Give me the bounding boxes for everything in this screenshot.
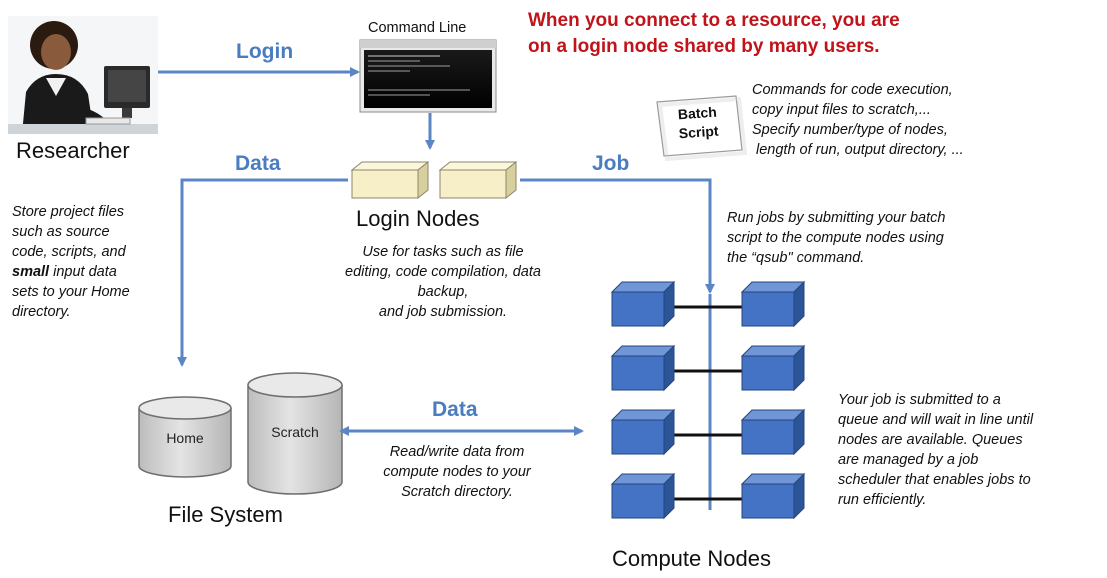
home-note-line-3: code, scripts, and	[12, 244, 126, 260]
batch-script-label: Batch Script	[659, 101, 737, 144]
data-edge-label-top: Data	[235, 152, 281, 175]
scratch-note-line-1: Read/write data from	[389, 444, 525, 460]
compute-node-3-1	[610, 408, 676, 456]
researcher-label: Researcher	[16, 138, 130, 163]
compute-node-3-2	[740, 408, 806, 456]
compute-nodes-label: Compute Nodes	[612, 546, 771, 571]
login-node-1	[350, 160, 430, 200]
home-note-small: small	[12, 264, 50, 280]
headline: When you connect to a resource, you are …	[528, 8, 1088, 60]
compute-node-2-2	[740, 344, 806, 392]
login-nodes-note: Use for tasks such as file editing, code…	[298, 242, 588, 322]
login-note-line-1: Use for tasks such as file	[362, 244, 524, 260]
headline-line-1: When you connect to a resource, you are	[528, 10, 900, 31]
qsub-note-line-2: script to the compute nodes using	[727, 230, 944, 246]
batch-script-note: Commands for code execution, copy input …	[752, 80, 1082, 160]
headline-line-2: on a login node shared by many users.	[528, 36, 880, 57]
compute-node-2-1	[610, 344, 676, 392]
queue-note-line-5: scheduler that enables jobs to	[838, 472, 1031, 488]
data-edge-label-bottom: Data	[432, 398, 478, 421]
batch-script-document	[656, 95, 748, 162]
compute-node-4-2	[740, 472, 806, 520]
data-to-home-arrow	[177, 178, 348, 367]
command-line-label: Command Line	[368, 20, 467, 36]
home-note-line-6: directory.	[12, 304, 71, 320]
login-nodes-label: Login Nodes	[356, 206, 480, 231]
login-edge-label: Login	[236, 40, 294, 63]
compute-node-1-2	[740, 280, 806, 328]
queue-note-line-1: Your job is submitted to a	[838, 392, 1001, 408]
queue-note-line-2: queue and will wait in line until	[838, 412, 1034, 428]
batch-note-line-2: copy input files to scratch,...	[752, 102, 931, 118]
home-note-line-1: Store project files	[12, 204, 125, 220]
queue-note-line-3: nodes are available. Queues	[838, 432, 1023, 448]
qsub-note-line-3: the “qsub" command.	[727, 250, 865, 266]
scratch-label: Scratch	[271, 424, 319, 440]
home-note-line-4: small input data	[12, 262, 172, 282]
job-arrow	[520, 178, 715, 294]
login-note-line-2: editing, code compilation, data	[345, 264, 541, 280]
researcher-illustration	[8, 16, 158, 134]
compute-node-1-1	[610, 280, 676, 328]
queue-note-line-6: run efficiently.	[838, 492, 927, 508]
login-note-line-3: backup,	[417, 284, 469, 300]
scratch-note: Read/write data from compute nodes to yo…	[362, 442, 552, 502]
login-note-line-4: and job submission.	[378, 304, 508, 320]
file-system-label: File System	[168, 502, 283, 527]
compute-node-4-1	[610, 472, 676, 520]
home-cylinder	[138, 396, 232, 478]
qsub-note-line-1: Run jobs by submitting your batch	[727, 210, 946, 226]
batch-note-line-4: length of run, output directory, ...	[756, 142, 964, 158]
home-note-line-5: sets to your Home	[12, 284, 130, 300]
login-node-2	[438, 160, 518, 200]
home-note-line-2: such as source	[12, 224, 110, 240]
queue-note: Your job is submitted to a queue and wil…	[838, 390, 1100, 510]
command-line-window	[359, 39, 497, 113]
home-label: Home	[166, 430, 204, 446]
home-note-line-4-rest: input data	[49, 264, 117, 280]
batch-note-line-3: Specify number/type of nodes,	[752, 122, 948, 138]
scratch-note-line-2: compute nodes to your	[383, 464, 531, 480]
compute-nodes-grid	[610, 280, 806, 520]
qsub-note: Run jobs by submitting your batch script…	[727, 208, 1027, 268]
job-edge-label: Job	[592, 152, 630, 175]
home-directory-note: Store project files such as source code,…	[12, 202, 172, 322]
scratch-cylinder	[247, 372, 343, 495]
scratch-note-line-3: Scratch directory.	[401, 484, 513, 500]
batch-note-line-1: Commands for code execution,	[752, 82, 953, 98]
queue-note-line-4: are managed by a job	[838, 452, 979, 468]
